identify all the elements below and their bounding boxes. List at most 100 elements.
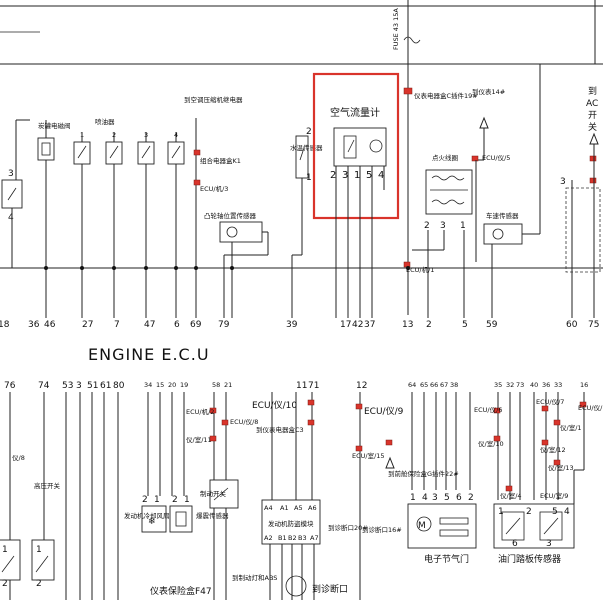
svg-text:79: 79 [218, 320, 230, 330]
engine-fan-label: 发动机冷却风扇 [124, 511, 170, 520]
svg-text:46: 46 [44, 320, 56, 330]
water-temp-label: 水温传感器 [290, 143, 323, 152]
svg-text:21: 21 [224, 381, 232, 389]
svg-text:65: 65 [420, 381, 428, 389]
ecu-yi9-label: ECU/仪/9 [364, 406, 404, 417]
left-comp-pin-4: 4 [8, 213, 14, 223]
to-diag-label: 到诊断口 [312, 583, 348, 595]
imm-pins: A4 A1 A5 A6 A2 B1 B2 B3 A7 [264, 504, 319, 542]
injector-group [73, 141, 185, 165]
svg-text:A1: A1 [280, 504, 289, 512]
svg-text:35: 35 [494, 381, 502, 389]
svg-text:11: 11 [296, 381, 307, 391]
water-temp-pin-1: 1 [306, 173, 312, 183]
svg-text:开: 开 [588, 110, 597, 121]
ecu-shi13-label: 仪/室/13 [548, 463, 574, 472]
svg-text:17: 17 [340, 320, 351, 330]
svg-text:67: 67 [440, 381, 448, 389]
svg-text:12: 12 [356, 381, 367, 391]
svg-text:73: 73 [516, 381, 524, 389]
pedal-pins: 1 2 6 5 4 3 [498, 507, 570, 549]
ignition-coil [425, 169, 473, 215]
svg-text:A4: A4 [264, 504, 273, 512]
svg-text:20: 20 [168, 381, 176, 389]
ecu-shi1-label: 仪/室/1 [560, 423, 582, 432]
svg-text:39: 39 [286, 320, 298, 330]
svg-text:3: 3 [432, 493, 438, 503]
svg-text:A2: A2 [264, 534, 273, 542]
svg-text:5: 5 [366, 170, 372, 181]
to-meter14-label: 到仪表14# [472, 87, 505, 96]
to-fusebox-label: 到前舱保险盒G插件22# [388, 469, 459, 478]
svg-text:1: 1 [354, 170, 360, 181]
svg-text:AC: AC [586, 99, 598, 109]
svg-text:A6: A6 [308, 504, 317, 512]
to-ac-switch-label: 到 [588, 85, 597, 97]
svg-text:5: 5 [444, 493, 450, 503]
antenna-coil [285, 575, 307, 597]
svg-text:76: 76 [4, 381, 16, 391]
svg-text:16: 16 [580, 381, 588, 389]
ecu-yi6-label: ECU/仪/6 [474, 406, 502, 414]
high-pressure-label: 高压开关 [34, 481, 61, 490]
knock-sensor-symbol [169, 505, 193, 533]
maf-pins: 2 3 1 5 4 [330, 170, 384, 181]
svg-text:61: 61 [100, 381, 111, 391]
ecu-ji3-label: ECU/机/3 [200, 184, 228, 193]
svg-text:6: 6 [456, 493, 462, 503]
cam-sensor-label: 凸轮轴位置传感器 [204, 211, 257, 220]
canister-valve-label: 炭罐电磁阀 [38, 121, 71, 130]
svg-text:关: 关 [588, 121, 597, 133]
fuse-label: FUSE 43 15A [392, 8, 400, 50]
electronic-throttle [407, 503, 477, 549]
svg-text:2: 2 [424, 221, 430, 231]
svg-text:3: 3 [76, 381, 82, 391]
throttle-label: 电子节气门 [424, 553, 469, 565]
injector-label: 喷油器 [95, 117, 115, 126]
svg-text:2: 2 [2, 579, 8, 589]
throttle-pins: 1 4 3 5 6 2 [410, 493, 474, 503]
svg-text:47: 47 [144, 320, 155, 330]
svg-text:37: 37 [364, 320, 375, 330]
maf-highlight-box [312, 72, 400, 220]
svg-text:6: 6 [512, 539, 518, 549]
ecu-shi15-label: ECU/室/15 [352, 451, 385, 460]
ecu-bottom-pins: 76 74 53 3 51 61 80 34 15 20 19 58 21 11… [4, 381, 588, 391]
ecu-yi8-label: ECU/仪/8 [230, 418, 258, 426]
svg-text:64: 64 [408, 381, 416, 389]
svg-text:4: 4 [422, 493, 428, 503]
svg-text:3: 3 [560, 177, 566, 187]
water-temp-pin-2: 2 [306, 127, 312, 137]
svg-text:3: 3 [546, 539, 552, 549]
svg-text:42: 42 [352, 320, 363, 330]
left-comp-pin-3: 3 [8, 169, 14, 179]
svg-text:2: 2 [36, 579, 42, 589]
svg-text:4: 4 [564, 507, 570, 517]
svg-text:5: 5 [462, 320, 468, 330]
to-diag16-label: 到诊断口16# [362, 525, 402, 534]
fan-icon: ❄ [148, 517, 156, 527]
ecu-title: ENGINE E.C.U [88, 345, 210, 364]
ecu-yi11-label: 仪/室/11 [186, 435, 212, 444]
meter-box-c3-label: 到仪表电器盒C3 [256, 425, 304, 434]
fuse-symbol [403, 36, 421, 44]
k1-label: 组合电器盒K1 [200, 156, 241, 165]
svg-text:4: 4 [378, 170, 384, 181]
svg-text:1: 1 [36, 545, 42, 555]
svg-text:59: 59 [486, 320, 498, 330]
ecu-yi5-label: ECU/仪/5 [482, 154, 510, 162]
svg-text:69: 69 [190, 320, 202, 330]
svg-text:A5: A5 [294, 504, 303, 512]
svg-text:M: M [418, 521, 426, 531]
pedal-sensor [493, 503, 575, 549]
immobilizer-label: 发动机防盗模块 [268, 519, 314, 528]
meter-box-f47-label: 仪表保险盒F47 [150, 585, 212, 597]
svg-text:66: 66 [430, 381, 438, 389]
meter-c-label: 仪表电器盒C插件19# [414, 91, 478, 100]
ecu-top-pins: 18 36 46 27 7 47 6 69 79 39 17 42 37 13 … [0, 320, 599, 330]
svg-text:2: 2 [330, 170, 336, 181]
svg-text:18: 18 [0, 320, 10, 330]
speed-sensor-label: 车速传感器 [486, 211, 519, 220]
svg-text:1: 1 [2, 545, 8, 555]
svg-text:3: 3 [342, 170, 348, 181]
